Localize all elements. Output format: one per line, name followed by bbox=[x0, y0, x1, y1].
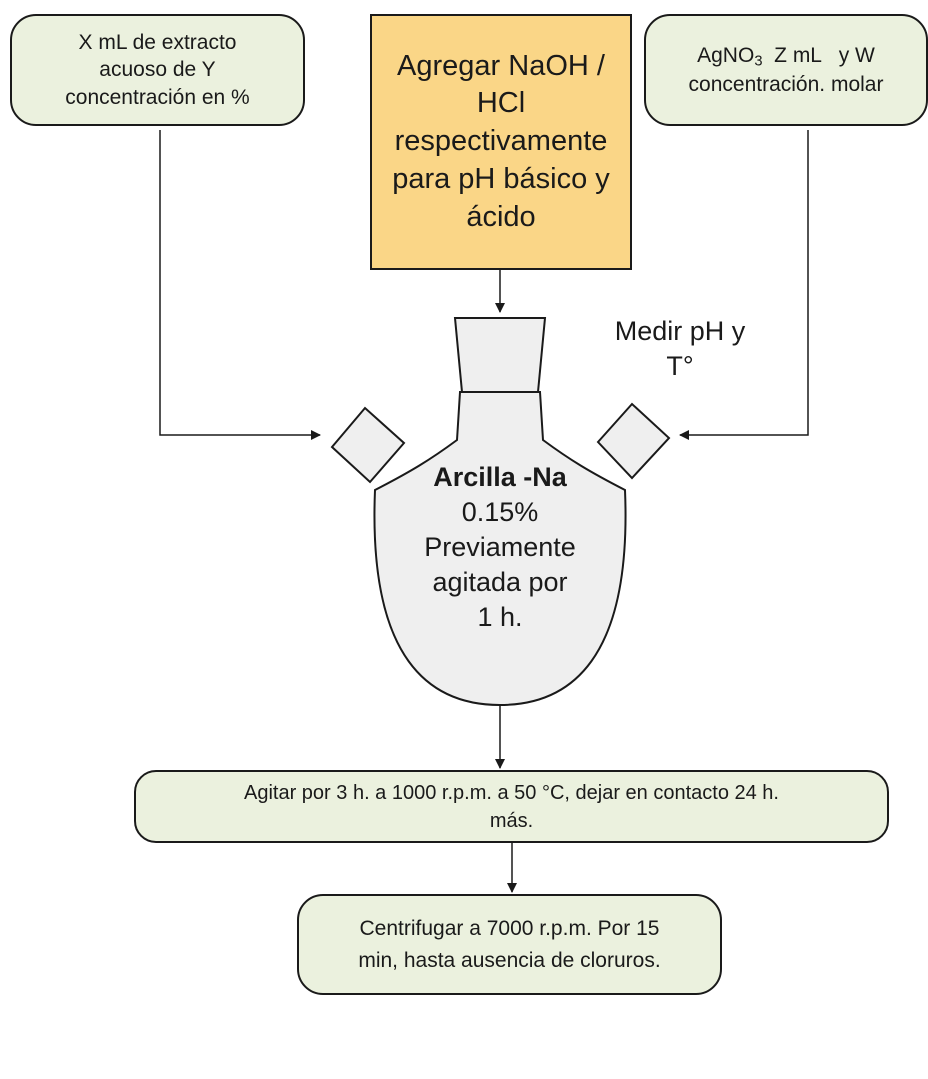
connector-silver-to-flask bbox=[679, 130, 809, 440]
extract-line-1: X mL de extracto bbox=[78, 31, 237, 55]
extract-box: X mL de extracto acuoso de Y concentraci… bbox=[10, 14, 305, 126]
stir-line-1: Agitar por 3 h. a 1000 r.p.m. a 50 °C, d… bbox=[244, 781, 779, 804]
measure-line-1: Medir pH y bbox=[614, 316, 746, 346]
flask-right-neck bbox=[596, 402, 671, 480]
flask-label-line-2: Previamente bbox=[424, 532, 576, 563]
extract-line-3: concentración en % bbox=[65, 85, 250, 109]
extract-line-2: acuoso de Y bbox=[99, 58, 216, 82]
silver-formula-subscript: 3 bbox=[754, 53, 763, 70]
stir-line-2: más. bbox=[489, 809, 534, 832]
measure-ph-label: Medir pH y T° bbox=[580, 314, 780, 384]
acid-base-line-4: para pH básico y bbox=[392, 162, 610, 195]
acid-base-line-5: ácido bbox=[466, 200, 536, 233]
silver-line-2: concentración. molar bbox=[688, 73, 884, 96]
acid-base-line-3: respectivamente bbox=[394, 125, 608, 158]
stir-box: Agitar por 3 h. a 1000 r.p.m. a 50 °C, d… bbox=[134, 770, 889, 843]
silver-line-1: AgNO3 Z mL y W bbox=[689, 41, 884, 70]
flask-top-neck bbox=[453, 317, 547, 393]
flask-label-line-4: 1 h. bbox=[477, 602, 523, 633]
flask-label-title: Arcilla -Na bbox=[433, 462, 567, 492]
silver-volume-text: Z mL y W bbox=[762, 43, 875, 67]
centrifuge-box: Centrifugar a 7000 r.p.m. Por 15 min, ha… bbox=[297, 894, 722, 995]
flask-label-line-1: 0.15% bbox=[461, 497, 539, 528]
centrifuge-line-1: Centrifugar a 7000 r.p.m. Por 15 bbox=[359, 917, 660, 940]
centrifuge-line-2: min, hasta ausencia de cloruros. bbox=[358, 948, 661, 972]
acid-base-line-1: Agregar NaOH / bbox=[397, 49, 605, 82]
acid-base-line-2: HCl bbox=[476, 87, 526, 120]
measure-line-2: T° bbox=[666, 351, 694, 382]
connector-extract-to-flask bbox=[159, 130, 321, 440]
silver-formula: AgNO bbox=[697, 43, 755, 67]
flask-label: Arcilla -Na 0.15% Previamente agitada po… bbox=[390, 460, 610, 635]
flask-body bbox=[373, 391, 627, 707]
flask-label-line-3: agitada por bbox=[432, 567, 568, 598]
acid-base-box: Agregar NaOH / HCl respectivamente para … bbox=[370, 14, 632, 270]
silver-nitrate-box: AgNO3 Z mL y W concentración. molar bbox=[644, 14, 928, 126]
flask-left-neck bbox=[330, 406, 406, 484]
